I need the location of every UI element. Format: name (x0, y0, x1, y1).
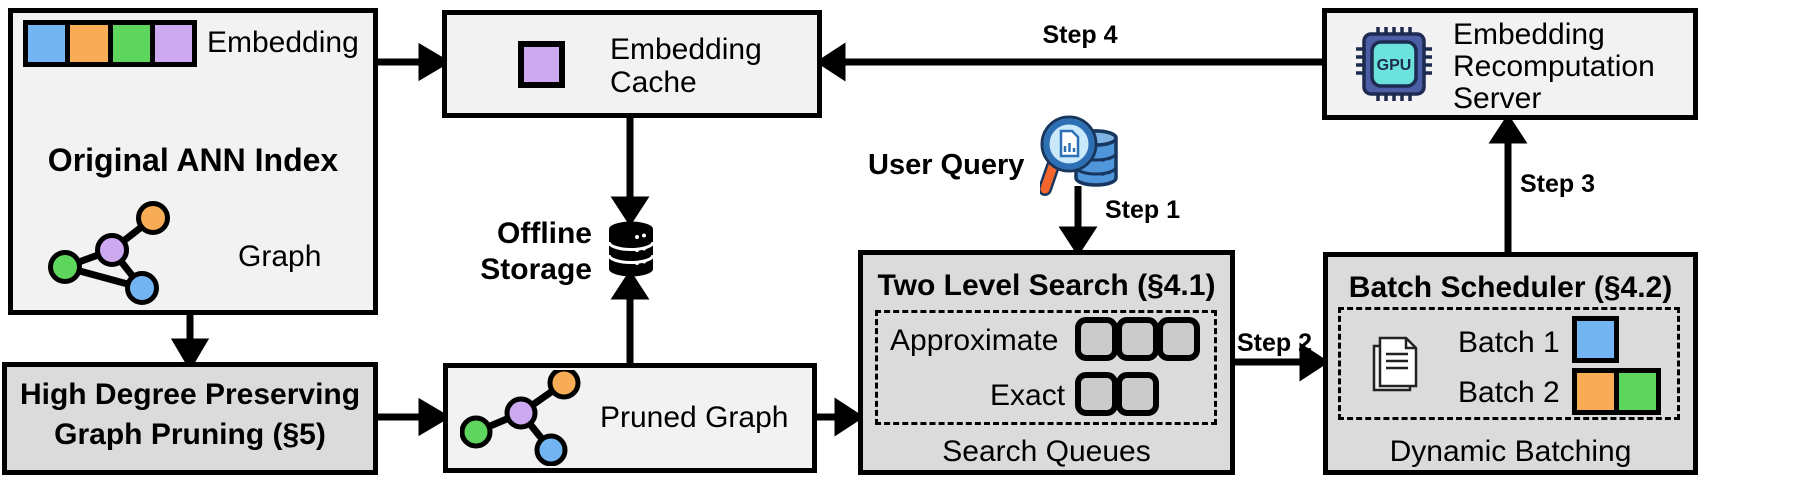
embedding-cache-box: Embedding Cache (442, 10, 822, 118)
database-icon (607, 221, 655, 277)
queue-slot (1116, 372, 1159, 416)
arrowhead-pruning-to-pruned (418, 397, 451, 437)
batch1-label: Batch 1 (1458, 326, 1560, 359)
step3-label: Step 3 (1520, 170, 1596, 198)
arrowhead-pruned-to-search (834, 397, 865, 437)
approximate-label: Approximate (890, 324, 1059, 357)
batch2-label: Batch 2 (1458, 376, 1560, 409)
color-square (1577, 373, 1614, 410)
recomputation-server-label-line2: Recomputation (1453, 50, 1655, 83)
graph-pruning-title-line2: Graph Pruning (§5) (54, 418, 326, 451)
arrowhead-step3 (1488, 113, 1528, 144)
color-square (1577, 321, 1614, 358)
pruned-graph-box: Pruned Graph (443, 363, 817, 473)
recomputation-server-label: Embedding Recomputation Server (1453, 19, 1655, 115)
arrowhead-index-to-pruning (170, 338, 210, 371)
pruned-graph-label: Pruned Graph (600, 401, 789, 434)
arrowhead-step1 (1058, 226, 1098, 257)
user-query-label: User Query (868, 149, 1025, 181)
user-query-icon (1040, 115, 1118, 196)
step1-label: Step 1 (1105, 196, 1181, 224)
batch-scheduler-box: Batch Scheduler (§4.2) Batch 1 Batch 2 D… (1323, 252, 1698, 475)
gpu-chip-text: GPU (1377, 57, 1412, 74)
search-queues-panel: Approximate Exact (875, 310, 1217, 425)
step2-label: Step 2 (1237, 329, 1313, 357)
batch-scheduler-title: Batch Scheduler (§4.2) (1348, 271, 1673, 304)
queue-slot (1116, 317, 1159, 361)
recomputation-server-label-line3: Server (1453, 82, 1542, 115)
queue-slot (1075, 372, 1118, 416)
cached-embedding-square (518, 41, 565, 88)
embedding-cache-label-line1: Embedding (610, 33, 762, 66)
graph-label: Graph (238, 240, 322, 273)
offline-storage-label-line2: Storage (480, 253, 592, 286)
graph-pruning-title-line1: High Degree Preserving (19, 378, 361, 411)
original-ann-index-box: Embedding Original ANN Index Graph (8, 8, 378, 315)
queue-slot (1157, 317, 1200, 361)
offline-storage-label: Offline Storage (440, 216, 592, 288)
step4-label: Step 4 (1042, 21, 1118, 49)
graph-pruning-box: High Degree Preserving Graph Pruning (§5… (2, 362, 378, 475)
embedding-cache-label-line2: Cache (610, 66, 697, 99)
pruned-graph-icon (460, 370, 581, 466)
recomputation-server-label-line1: Embedding (1453, 18, 1605, 51)
recomputation-server-box: GPU Embedding Recomputation Server (1322, 8, 1698, 120)
embedding-label: Embedding (207, 26, 359, 59)
dynamic-batching-panel: Batch 1 Batch 2 (1338, 307, 1680, 420)
two-level-search-title: Two Level Search (§4.1) (877, 269, 1216, 302)
graph-icon (48, 201, 170, 305)
gpu-chip-icon: GPU (1356, 27, 1432, 101)
arrowhead-cache-to-storage (610, 196, 650, 227)
color-square (154, 25, 192, 62)
original-ann-index-title: Original ANN Index (47, 142, 339, 178)
queue-slot (1075, 317, 1118, 361)
search-queues-caption: Search Queues (942, 435, 1151, 468)
exact-label: Exact (990, 379, 1066, 412)
exact-queues (1075, 372, 1159, 416)
color-square (28, 25, 66, 62)
arrowhead-index-to-cache (418, 42, 451, 82)
arrowhead-step4 (815, 42, 846, 82)
color-square (70, 25, 108, 62)
color-square (112, 25, 150, 62)
color-square (1619, 373, 1656, 410)
offline-storage-label-line1: Offline (497, 217, 592, 250)
two-level-search-box: Two Level Search (§4.1) Approximate Exac… (858, 250, 1235, 475)
arrowhead-pruned-to-storage (610, 269, 650, 300)
batch1-squares (1572, 316, 1619, 363)
dynamic-batching-caption: Dynamic Batching (1389, 435, 1632, 468)
embedding-cache-label: Embedding Cache (610, 33, 762, 99)
pages-icon (1372, 336, 1418, 392)
embedding-vector (23, 20, 197, 67)
batch2-squares (1572, 368, 1661, 415)
approximate-queues (1075, 317, 1200, 361)
